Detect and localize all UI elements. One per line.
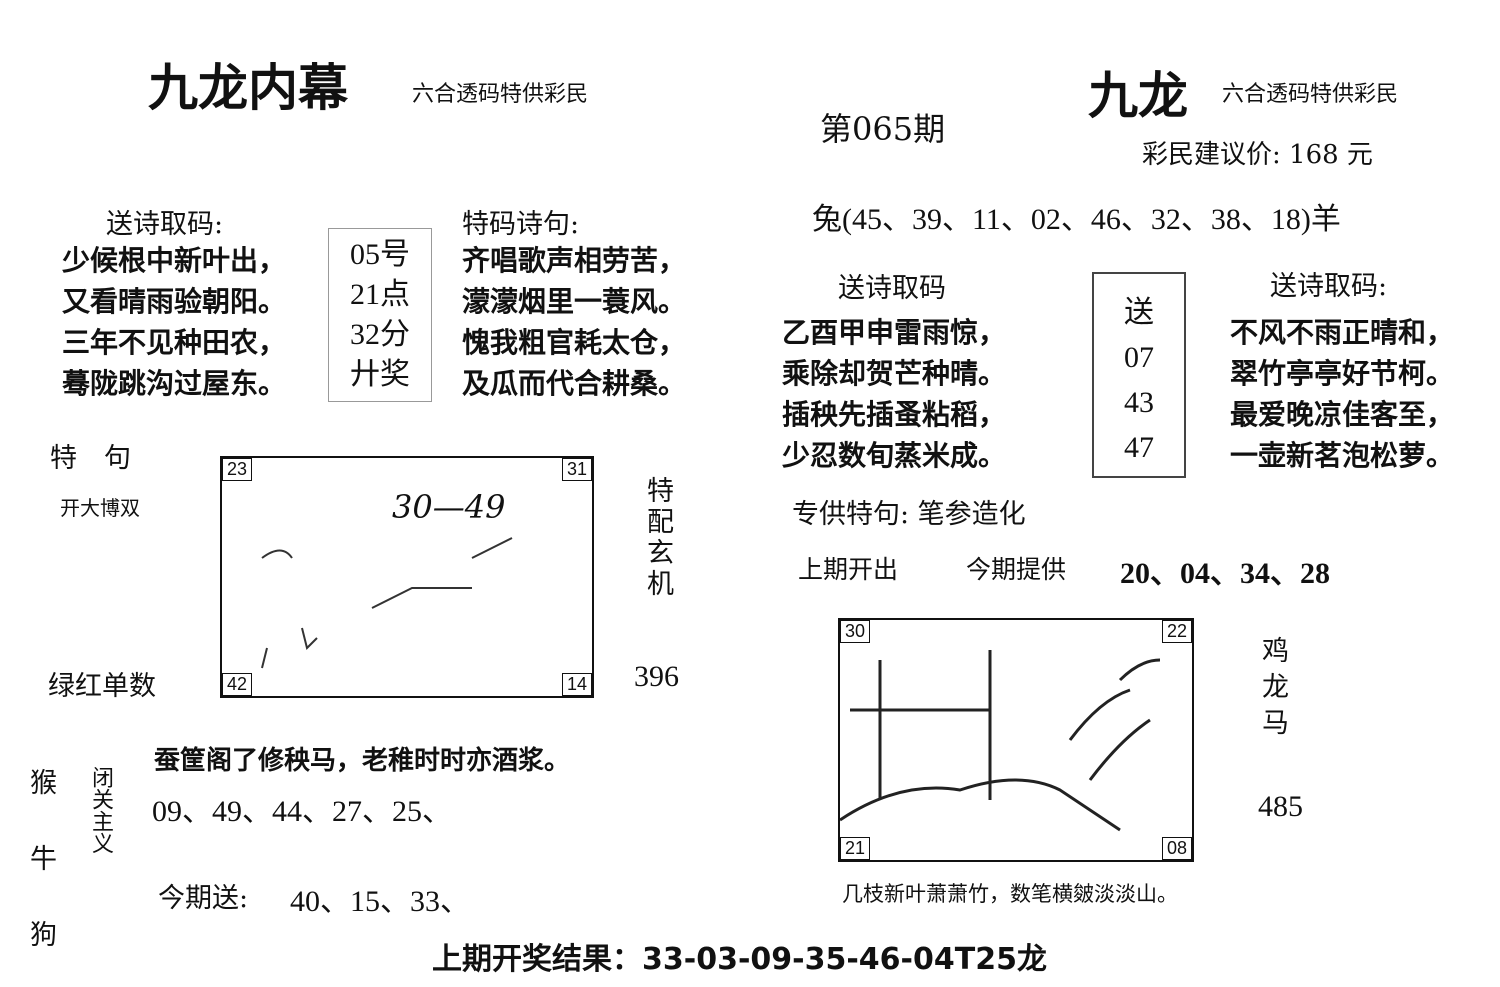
poem-line: 及瓜而代合耕桑。 [462,367,687,400]
kai-da: 开大博双 [60,496,140,520]
poem-line: 少忍数旬蒸米成。 [782,439,1007,472]
box-line: 32分 [350,318,410,351]
poem-line: 乘除却贺芒种晴。 [782,357,1007,390]
corner-number: 31 [561,458,592,481]
right-center-box: 送 07 43 47 [1092,272,1186,478]
animal: 狗 [30,920,57,951]
corner-number: 21 [840,837,871,860]
caption: 几枝新叶萧萧竹，数笔横皴淡淡山。 [842,882,1178,906]
last-label: 上期开出 [798,555,899,584]
side-animals: 鸡龙马 [1262,634,1289,742]
sketch-text: 30—49 [392,488,506,526]
poem-line: 插秧先插蚤粘稻， [782,398,1007,431]
left-poem2: 齐唱歌声相劳苦， 濛濛烟里一蓑风。愧我粗官耗太仓， 及瓜而代合耕桑。 [462,240,686,404]
jin-qi-label: 今期送: [158,883,249,914]
right-sketch: 30 22 21 08 [838,618,1194,862]
right-poem1-heading: 送诗取码 [838,273,946,304]
animal: 牛 [30,844,57,875]
right-side-number: 485 [1258,790,1303,823]
right-poem2: 不风不雨正晴和， 翠竹亭亭好节柯。最爱晚凉佳客至， 一壶新茗泡松萝。 [1230,312,1454,476]
box-line: 送 [1124,296,1154,329]
poem-line: 三年不见种田农， [62,326,287,359]
poem-line: 又看晴雨验朝阳。 [62,285,287,318]
left-center-box: 05号 21点 32分廾奖 [328,228,432,402]
poem-line: 愧我粗官耗太仓， [462,326,687,359]
corner-number: 22 [1161,620,1192,643]
corner-number: 42 [222,673,253,696]
lv-hong: 绿红单数 [48,671,156,702]
animal: 龙 [1262,672,1289,703]
range: 兔(45、39、11、02、46、32、38、18)羊 [812,203,1341,236]
poem-line: 一壶新茗泡松萝。 [1230,439,1455,472]
side-number: 396 [634,660,679,693]
right-poem1: 乙酉甲申雷雨惊， 乘除却贺芒种晴。插秧先插蚤粘稻， 少忍数旬蒸米成。 [782,312,1006,476]
side-vertical: 特配玄机 [642,476,673,600]
box-line: 21点 [350,278,410,311]
footer-result: 上期开奖结果：33-03-09-35-46-04T25龙 [432,942,1047,977]
issue-number: 第065期 [820,110,946,148]
sketch-drawing [261,537,513,669]
jin-qi-numbers: 40、15、33、 [290,885,470,918]
this-label: 今期提供 [966,555,1067,584]
left-title: 九龙内幕 [148,58,348,117]
poem-line: 蓦陇跳沟过屋东。 [62,367,287,400]
poem-line: 濛濛烟里一蓑风。 [462,285,687,318]
left-sketch: 30—49 23 31 42 14 [220,456,594,698]
corner-number: 08 [1161,837,1192,860]
poem-line: 不风不雨正晴和， [1230,316,1455,349]
poem-line: 齐唱歌声相劳苦， [462,244,687,277]
verse: 蚕筐阁了修秧马，老稚时时亦酒浆。 [154,746,571,776]
poem-line: 少候根中新叶出， [62,244,287,277]
box-line: 43 [1124,386,1154,419]
animal: 猴 [30,768,57,799]
guan: 闭关主义 [88,766,113,854]
special: 专供特句: 笔参造化 [792,499,1026,530]
left-subtitle: 六合透码特供彩民 [412,82,589,107]
animal: 马 [1262,708,1289,739]
right-poem2-heading: 送诗取码: [1270,271,1388,302]
this-numbers: 20、04、34、28 [1120,557,1330,590]
poem-line: 乙酉甲申雷雨惊， [782,316,1007,349]
box-line: 07 [1124,341,1154,374]
box-line: 廾奖 [350,358,410,391]
left-poem1-heading: 送诗取码: [106,209,224,240]
right-title: 九龙 [1088,66,1188,125]
numbers: 09、49、44、27、25、 [152,795,452,828]
left-poem1: 少候根中新叶出， 又看晴雨验朝阳。三年不见种田农， 蓦陇跳沟过屋东。 [62,240,286,404]
box-line: 47 [1124,431,1154,464]
te-ju: 特 句 [50,443,131,474]
animal: 鸡 [1262,636,1289,667]
left-poem2-heading: 特码诗句: [462,209,580,240]
animals: 猴牛狗 [30,746,57,974]
corner-number: 14 [561,673,592,696]
price: 彩民建议价: 168 元 [1142,140,1373,170]
box-line: 05号 [350,238,410,271]
sketch-drawing [839,650,1161,832]
poem-line: 翠竹亭亭好节柯。 [1230,357,1455,390]
right-subtitle: 六合透码特供彩民 [1222,82,1399,107]
corner-number: 30 [840,620,871,643]
corner-number: 23 [222,458,253,481]
poem-line: 最爱晚凉佳客至， [1230,398,1455,431]
